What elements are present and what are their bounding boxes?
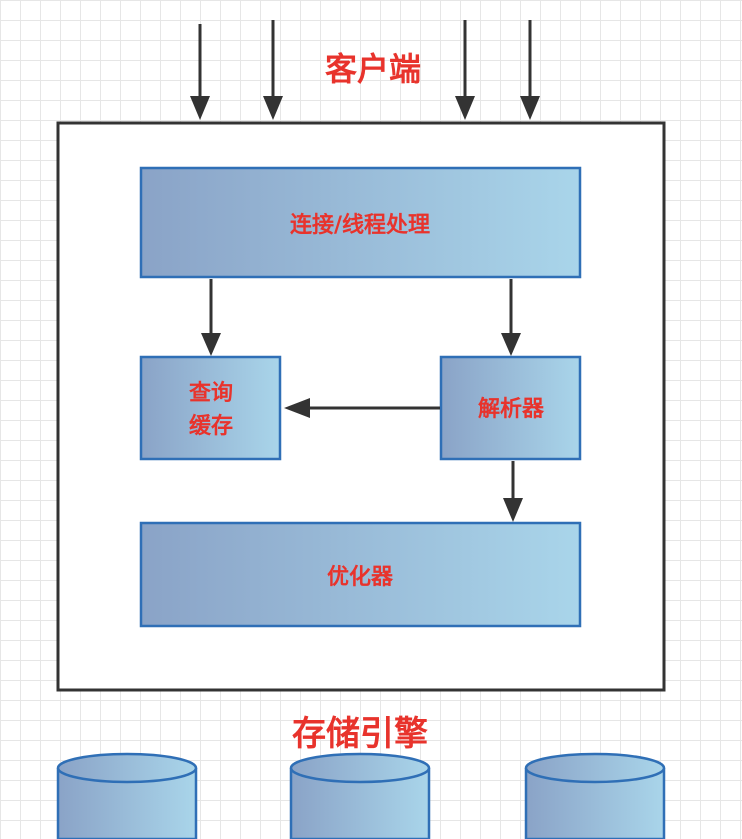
- connection-to-cache-arrowhead: [201, 333, 221, 356]
- storage-cylinder-1: [56, 752, 198, 839]
- query-cache-label-line2: 缓存: [189, 413, 233, 439]
- client-arrows: [190, 20, 540, 120]
- connection-to-parser-arrowhead: [501, 333, 521, 356]
- client-arrowhead-4: [520, 96, 540, 120]
- parser-box: [439, 355, 582, 461]
- client-arrowhead-3: [455, 96, 475, 120]
- connection-box: [139, 166, 582, 279]
- connection-label: 连接/线程处理: [290, 212, 430, 238]
- optimizer-label: 优化器: [327, 564, 394, 590]
- query-cache-box: [139, 355, 282, 461]
- parser-label: 解析器: [478, 396, 545, 422]
- parser-to-cache-arrowhead: [284, 398, 310, 418]
- optimizer-box: [139, 521, 582, 628]
- storage-engine-label: 存储引擎: [292, 714, 428, 754]
- client-arrowhead-1: [190, 96, 210, 120]
- client-arrowhead-2: [263, 96, 283, 120]
- client-label: 客户端: [325, 50, 421, 88]
- storage-cylinder-2: [289, 752, 431, 839]
- query-cache-label-line1: 查询: [189, 380, 233, 406]
- parser-to-optimizer-arrowhead: [503, 498, 523, 522]
- storage-cylinder-3: [524, 752, 666, 839]
